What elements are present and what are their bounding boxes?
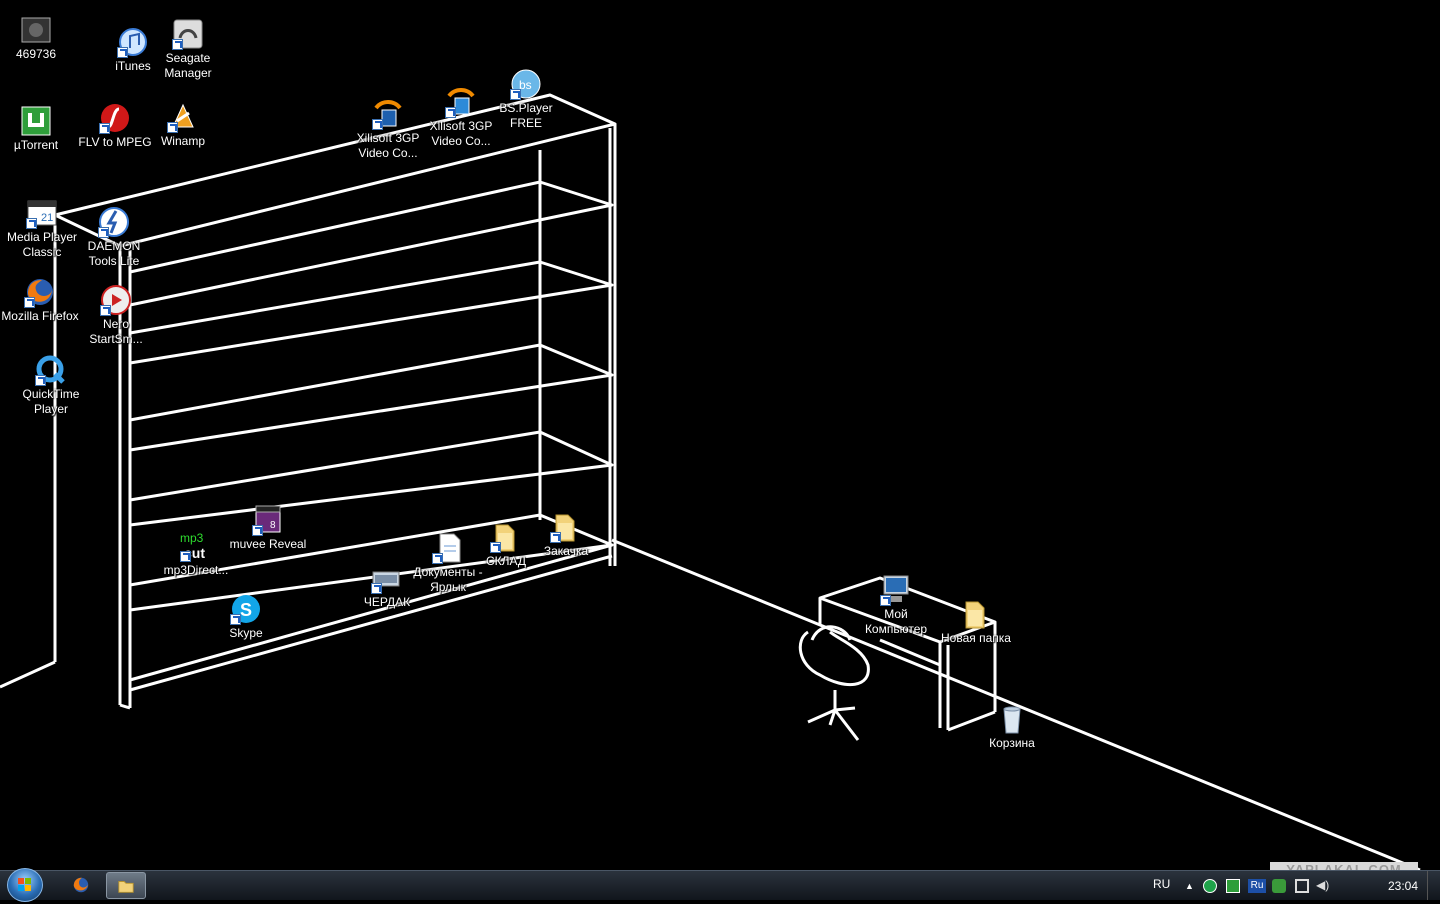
quicktime-icon xyxy=(35,354,67,386)
svg-text:S: S xyxy=(240,600,252,620)
language-indicator[interactable]: RU xyxy=(1153,877,1171,891)
icon-label: Mozilla Firefox xyxy=(1,309,79,323)
shield-tray-icon[interactable] xyxy=(1272,879,1286,893)
muvee-icon: 8 xyxy=(252,504,284,536)
icon-label: iTunes xyxy=(115,59,151,73)
media-player-classic-icon: 21 xyxy=(26,197,58,229)
desktop-icon-daemon-tools-lite[interactable]: DAEMON Tools Lite xyxy=(74,206,154,269)
utorrent-tray-icon[interactable] xyxy=(1226,879,1240,893)
icon-label: Xilisoft 3GP Video Co... xyxy=(356,131,420,160)
desktop-icon-muvee-reveal[interactable]: 8 muvee Reveal xyxy=(228,504,308,552)
icon-label: ЧЕРДАК xyxy=(363,595,411,609)
desktop-icon-skype[interactable]: S Skype xyxy=(206,593,286,641)
photo-icon xyxy=(20,14,52,46)
desktop-icon-cherdak[interactable]: ЧЕРДАК xyxy=(347,562,427,610)
firefox-icon xyxy=(73,877,89,893)
taskbar: RU ▲ Ru ◀) 23:04 xyxy=(0,868,1440,902)
desktop-icon-xilisoft-3gp-1[interactable]: Xilisoft 3GP Video Co... xyxy=(348,98,428,161)
folder-icon xyxy=(490,521,522,553)
desktop-icon-flv-to-mpeg[interactable]: FLV to MPEG xyxy=(75,102,155,150)
desktop-icon-bsplayer[interactable]: bs BS.Player FREE xyxy=(486,68,566,131)
bsplayer-icon: bs xyxy=(510,68,542,100)
desktop-icon-itunes[interactable]: iTunes xyxy=(93,26,173,74)
icon-label: Документы - Ярлык xyxy=(413,565,483,594)
icon-label: muvee Reveal xyxy=(229,537,307,551)
volume-icon[interactable]: ◀) xyxy=(1316,878,1330,892)
folder-icon xyxy=(550,511,582,543)
xilisoft-icon xyxy=(445,86,477,118)
network-tray-icon[interactable] xyxy=(1295,879,1309,893)
icon-label: Nero StartSm... xyxy=(89,317,143,346)
taskbar-explorer-button[interactable] xyxy=(106,872,146,899)
flash-icon xyxy=(99,102,131,134)
documents-icon xyxy=(432,532,464,564)
network-drive-icon xyxy=(371,562,403,594)
icon-label: BS.Player FREE xyxy=(499,101,553,130)
desktop-icon-quicktime-player[interactable]: QuickTime Player xyxy=(11,354,91,417)
svg-text:21: 21 xyxy=(41,212,53,224)
firefox-icon xyxy=(24,276,56,308)
icon-label: Skype xyxy=(229,626,263,640)
show-hidden-icons-icon[interactable]: ▲ xyxy=(1185,881,1194,891)
keyboard-layout-tray-icon[interactable]: Ru xyxy=(1248,879,1266,893)
desktop-icon-mozilla-firefox[interactable]: Mozilla Firefox xyxy=(0,276,80,324)
icon-label: Xilisoft 3GP Video Co... xyxy=(429,119,493,148)
desktop-icon-utorrent[interactable]: µTorrent xyxy=(0,105,76,153)
show-desktop-button[interactable] xyxy=(1427,871,1440,900)
desktop-icon-sklad[interactable]: СКЛАД xyxy=(466,521,546,569)
icon-label: Media Player Classic xyxy=(6,230,78,259)
icon-label: Seagate Manager xyxy=(164,51,212,80)
desktop-icon-nero-startsmart[interactable]: Nero StartSm... xyxy=(76,284,156,347)
icon-label: Winamp xyxy=(160,134,205,148)
icon-label: 469736 xyxy=(15,47,57,61)
nero-icon xyxy=(100,284,132,316)
desktop-icon-korzina[interactable]: Корзина xyxy=(972,703,1052,751)
folder-icon xyxy=(118,881,134,893)
svg-text:bs: bs xyxy=(519,78,532,92)
icon-label: СКЛАД xyxy=(485,554,527,568)
desktop-icon-novaya-papka[interactable]: Новая папка xyxy=(936,598,1016,646)
icon-label: Мой Компьютер xyxy=(864,607,928,636)
desktop-icon-winamp[interactable]: Winamp xyxy=(143,101,223,149)
system-tray: RU ▲ Ru ◀) 23:04 xyxy=(1140,871,1440,901)
desktop-icon-seagate-manager[interactable]: Seagate Manager xyxy=(148,18,228,81)
desktop-icon-zakachka[interactable]: Закачка xyxy=(526,511,606,559)
icon-label: Корзина xyxy=(989,736,1035,750)
wallpaper-line-art xyxy=(0,93,1421,870)
recycle-bin-icon xyxy=(996,703,1028,735)
svg-text:mp3: mp3 xyxy=(180,531,204,545)
icon-label: FLV to MPEG xyxy=(78,135,152,149)
skype-icon: S xyxy=(230,593,262,625)
taskbar-firefox-button[interactable] xyxy=(62,872,102,899)
icon-label: Новая папка xyxy=(941,631,1011,645)
clock[interactable]: 23:04 xyxy=(1387,879,1418,893)
icon-label: QuickTime Player xyxy=(22,387,80,416)
icon-label: Закачка xyxy=(543,544,589,558)
computer-icon xyxy=(880,574,912,606)
seagate-icon xyxy=(172,18,204,50)
desktop-icon-dokumenty-yarlyk[interactable]: Документы - Ярлык xyxy=(408,532,488,595)
svg-text:8: 8 xyxy=(270,520,276,531)
desktop-icon-media-player-classic[interactable]: 21 Media Player Classic xyxy=(2,197,82,260)
icon-label: DAEMON Tools Lite xyxy=(87,239,141,268)
xilisoft-icon xyxy=(372,98,404,130)
utorrent-icon xyxy=(20,105,52,137)
desktop-icon-xilisoft-3gp-2[interactable]: Xilisoft 3GP Video Co... xyxy=(421,86,501,149)
green-circle-tray-icon[interactable] xyxy=(1203,879,1217,893)
windows-logo-icon xyxy=(18,878,31,891)
winamp-icon xyxy=(167,101,199,133)
folder-icon xyxy=(960,598,992,630)
desktop-icon-moy-kompyuter[interactable]: Мой Компьютер xyxy=(856,574,936,637)
itunes-icon xyxy=(117,26,149,58)
start-button[interactable] xyxy=(7,868,43,902)
icon-label: µTorrent xyxy=(13,138,59,152)
daemon-tools-icon xyxy=(98,206,130,238)
icon-label: mp3Direct... xyxy=(163,563,229,577)
desktop-icon-469736[interactable]: 469736 xyxy=(0,14,76,62)
